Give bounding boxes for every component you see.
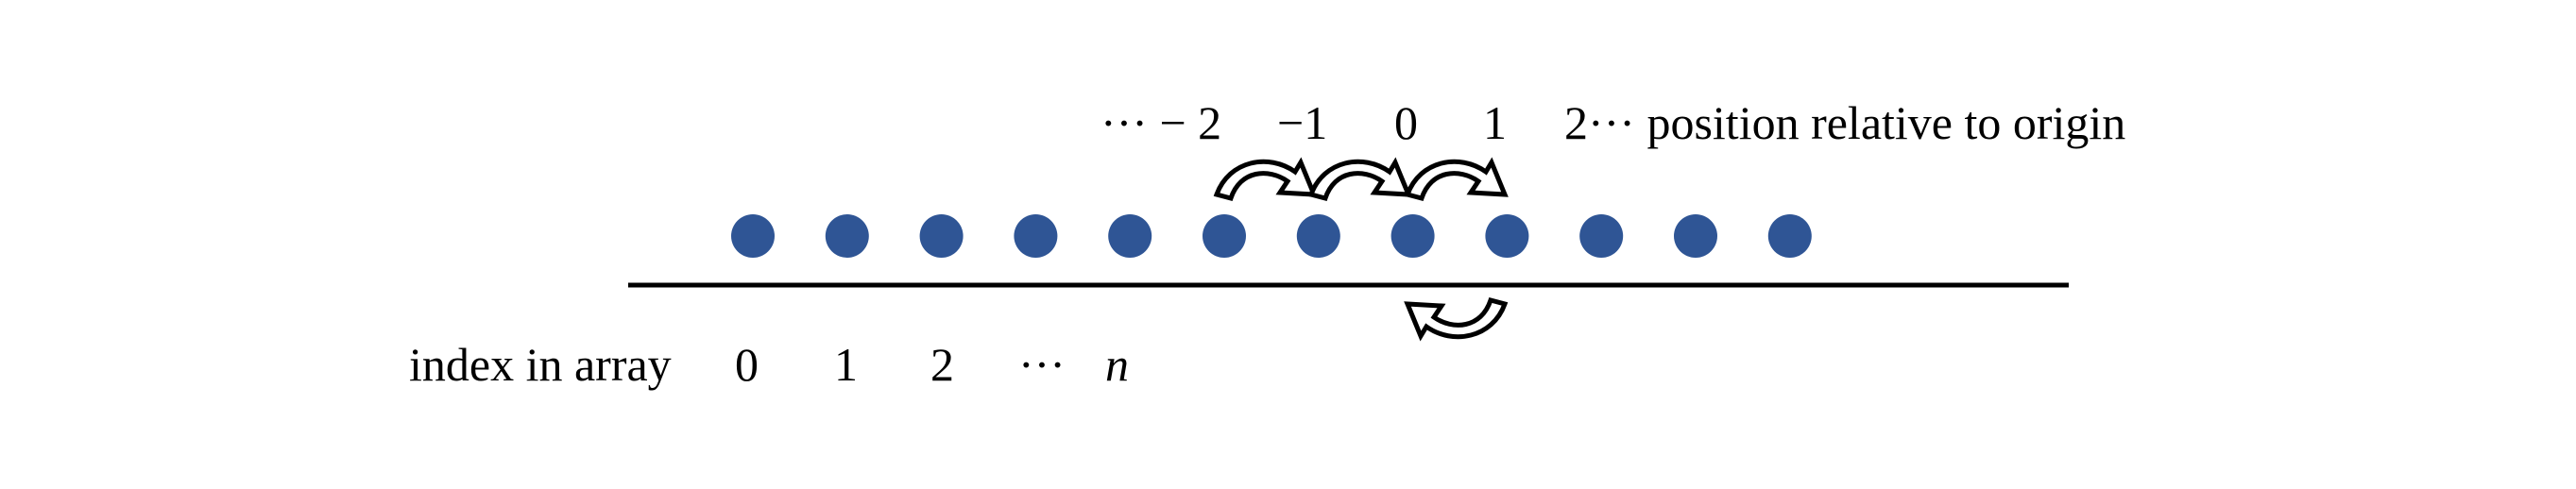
- array-element-dot: [1767, 214, 1812, 258]
- position-label-minus-2: ··· − 2: [1100, 96, 1221, 149]
- array-element-dot: [1296, 214, 1340, 258]
- array-elements: [731, 214, 1812, 258]
- index-label-n: n: [1105, 338, 1129, 391]
- position-label-2-caption: 2··· position relative to origin: [1564, 96, 2125, 149]
- position-label-1: 1: [1483, 96, 1507, 149]
- array-element-dot: [1014, 214, 1058, 258]
- forward-arrows: [1217, 161, 1505, 198]
- array-element-dot: [1203, 214, 1246, 258]
- array-element-dot: [1579, 214, 1624, 258]
- array-element-dot: [1390, 214, 1435, 258]
- forward-arrow-icon: [1217, 161, 1314, 198]
- position-label-0: 0: [1394, 96, 1418, 149]
- array-element-dot: [919, 214, 964, 258]
- backward-arrow-icon: [1407, 300, 1505, 337]
- array-element-dot: [1485, 214, 1529, 258]
- index-label-0: 0: [735, 338, 759, 391]
- forward-arrow-icon: [1407, 161, 1505, 198]
- index-labels: index in array 0 1 2 ··· n: [409, 338, 1129, 391]
- array-element-dot: [825, 214, 869, 258]
- position-labels: ··· − 2 −1 0 1 2··· position relative to…: [1100, 96, 2125, 149]
- array-element-dot: [1108, 214, 1152, 258]
- index-label-ellipsis: ···: [1018, 338, 1066, 391]
- index-label-1: 1: [834, 338, 858, 391]
- position-label-minus-1: −1: [1277, 96, 1327, 149]
- forward-arrow-icon: [1311, 161, 1408, 198]
- array-element-dot: [731, 214, 775, 258]
- index-caption: index in array: [409, 338, 672, 391]
- index-label-2: 2: [930, 338, 954, 391]
- array-element-dot: [1674, 214, 1717, 258]
